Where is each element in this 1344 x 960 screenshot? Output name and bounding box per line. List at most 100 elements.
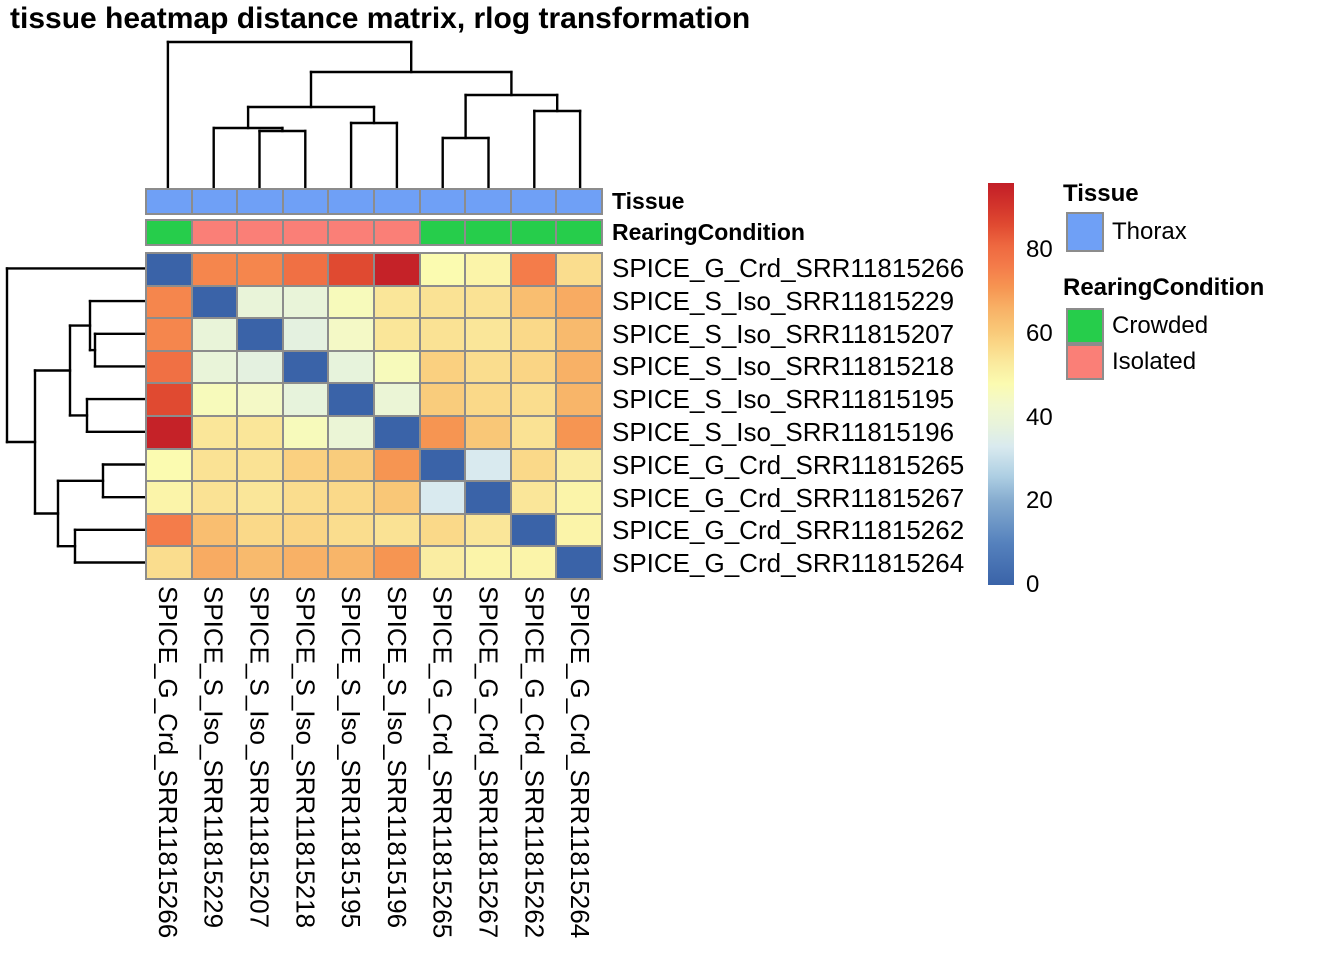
heatmap-cell [420,547,465,578]
heatmap-cell [192,482,237,513]
row-label: SPICE_G_Crd_SRR11815262 [612,515,965,546]
heatmap-cell [374,384,419,415]
heatmap-cell [466,449,510,481]
column-label: SPICE_G_Crd_SRR11815265 [420,586,466,956]
row-label: SPICE_S_Iso_SRR11815229 [612,285,955,316]
heatmap-cell [147,286,191,318]
heatmap-cell [420,482,465,513]
heatmap-cell [192,254,237,285]
legend-item-label: Isolated [1112,348,1197,375]
heatmap-cell [238,254,282,285]
heatmap-cell [192,514,237,546]
column-label-text: SPICE_S_Iso_SRR11815195 [336,586,367,929]
column-label: SPICE_G_Crd_SRR11815266 [145,586,191,956]
heatmap-cell [466,286,510,318]
colorbar-tick-label: 20 [1026,487,1053,515]
heatmap-cell [238,547,282,578]
heatmap-cell [238,384,282,415]
column-label: SPICE_S_Iso_SRR11815195 [328,586,374,956]
heatmap-cell [329,286,373,318]
annotation-cell [557,221,601,244]
row-dendrogram [5,267,146,564]
heatmap-cell [420,286,465,318]
column-dendrogram [166,40,582,190]
heatmap-cell [420,319,465,350]
heatmap-cell [420,384,465,415]
heatmap-cell [147,384,191,415]
heatmap-cell [147,417,191,448]
heatmap-cell [329,351,373,383]
heatmap-cell [238,449,282,481]
heatmap-cell [466,351,510,383]
annotation-cell [420,221,465,244]
heatmap-cell [511,254,556,285]
colorbar-tick-label: 40 [1026,403,1053,431]
heatmap-cell [557,514,601,546]
colorbar-tick-label: 0 [1026,571,1040,598]
tissue-annotation-label: Tissue [612,188,685,214]
column-label-text: SPICE_G_Crd_SRR11815266 [152,586,183,939]
colorbar [988,183,1014,585]
heatmap-cell [511,449,556,481]
heatmap-cell [557,384,601,415]
heatmap-cell [374,351,419,383]
annotation-cell [147,221,191,244]
heatmap-cell [557,319,601,350]
heatmap-cell [466,319,510,350]
annotation-cell [466,190,510,213]
column-label-text: SPICE_S_Iso_SRR11815196 [381,586,412,929]
colorbar-tick-label: 80 [1026,236,1053,263]
heatmap-cell [511,319,556,350]
row-label: SPICE_G_Crd_SRR11815266 [612,253,965,283]
heatmap-cell [147,547,191,578]
heatmap-cell [466,547,510,578]
annotation-cell [557,190,601,213]
legend-tissue-header: Tissue [1063,180,1139,207]
annotation-cell [511,221,556,244]
annotation-cell [374,190,419,213]
chart-title: tissue heatmap distance matrix, rlog tra… [10,2,751,35]
annotation-cell [511,190,556,213]
annotation-cell [374,221,419,244]
heatmap-cell [557,482,601,513]
annotation-cell [238,190,282,213]
legend-swatch [1066,308,1104,344]
legend-rearing-header: RearingCondition [1063,274,1265,301]
heatmap-cell [192,547,237,578]
column-label-text: SPICE_S_Iso_SRR11815229 [198,586,229,929]
heatmap-cell [147,514,191,546]
heatmap-cell [147,254,191,285]
heatmap-cell [238,417,282,448]
annotation-cell [283,190,328,213]
legend-item-label: Crowded [1112,312,1209,339]
column-label: SPICE_S_Iso_SRR11815207 [237,586,283,956]
heatmap-cell [374,547,419,578]
heatmap-cell [420,417,465,448]
heatmap-cell [374,514,419,546]
heatmap-cell [192,384,237,415]
row-label: SPICE_S_Iso_SRR11815218 [612,351,955,382]
heatmap-cell [192,417,237,448]
column-label: SPICE_S_Iso_SRR11815196 [374,586,420,956]
heatmap-cell [557,449,601,481]
annotation-cell [238,221,282,244]
heatmap-cell [329,482,373,513]
heatmap-cell [466,482,510,513]
column-label: SPICE_G_Crd_SRR11815264 [557,586,603,956]
heatmap-cell [192,319,237,350]
heatmap-cell [238,514,282,546]
heatmap-cell [511,547,556,578]
heatmap-cell [283,319,328,350]
heatmap-cell [557,351,601,383]
legend-item-label: Thorax [1112,218,1187,245]
annotation-cell [147,190,191,213]
heatmap-cell [329,319,373,350]
heatmap-cell [283,547,328,578]
heatmap-cell [283,351,328,383]
row-label: SPICE_S_Iso_SRR11815207 [612,318,955,349]
heatmap-cell [147,482,191,513]
heatmap-cell [374,449,419,481]
column-label-text: SPICE_G_Crd_SRR11815265 [427,586,458,939]
column-label: SPICE_G_Crd_SRR11815262 [511,586,557,956]
